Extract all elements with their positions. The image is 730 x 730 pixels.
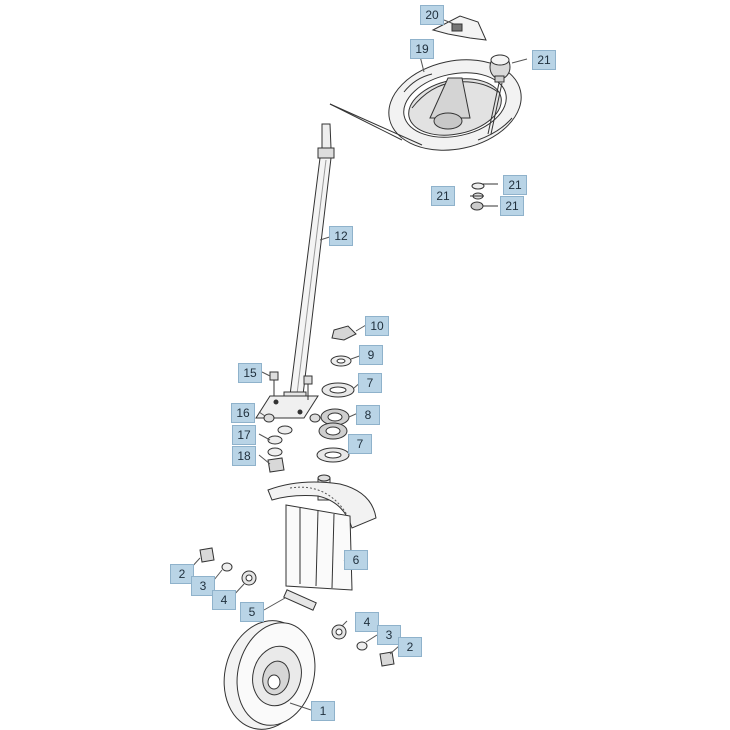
callout-9[interactable]: 9 xyxy=(359,345,383,365)
steering-knob xyxy=(487,54,511,135)
callout-16[interactable]: 16 xyxy=(231,403,255,423)
callout-20[interactable]: 20 xyxy=(420,5,444,25)
callout-2-right[interactable]: 2 xyxy=(398,637,422,657)
callout-17[interactable]: 17 xyxy=(232,425,256,445)
callout-6[interactable]: 6 xyxy=(344,550,368,570)
callout-3-right[interactable]: 3 xyxy=(377,625,401,645)
callout-4-right[interactable]: 4 xyxy=(355,612,379,632)
washer xyxy=(330,355,352,367)
bearing-race-bottom xyxy=(316,447,350,463)
callout-18[interactable]: 18 xyxy=(232,446,256,466)
callout-21-nut[interactable]: 21 xyxy=(500,196,524,216)
callout-21-washer-top[interactable]: 21 xyxy=(503,175,527,195)
callout-15[interactable]: 15 xyxy=(238,363,262,383)
callout-4-left[interactable]: 4 xyxy=(212,590,236,610)
callout-5[interactable]: 5 xyxy=(240,602,264,622)
front-wheel xyxy=(223,620,316,730)
callout-10[interactable]: 10 xyxy=(365,316,389,336)
callout-1[interactable]: 1 xyxy=(311,701,335,721)
bearing-race-top xyxy=(321,382,355,398)
callout-21-washer-left[interactable]: 21 xyxy=(431,186,455,206)
callout-7-bottom[interactable]: 7 xyxy=(348,434,372,454)
steering-shaft xyxy=(255,103,423,419)
callout-7-top[interactable]: 7 xyxy=(358,373,382,393)
right-axle-hardware xyxy=(331,624,395,667)
left-axle-hardware xyxy=(199,547,257,586)
steering-fork xyxy=(267,474,377,591)
callout-19[interactable]: 19 xyxy=(410,39,434,59)
steering-wheel xyxy=(388,59,522,151)
top-nut xyxy=(331,325,357,341)
axle xyxy=(283,589,317,611)
callout-12[interactable]: 12 xyxy=(329,226,353,246)
callout-8[interactable]: 8 xyxy=(356,405,380,425)
callout-21-knob[interactable]: 21 xyxy=(532,50,556,70)
knob-hardware xyxy=(470,182,498,211)
callout-2-left[interactable]: 2 xyxy=(170,564,194,584)
bearings xyxy=(318,408,350,440)
callout-3-left[interactable]: 3 xyxy=(191,576,215,596)
mount-hardware xyxy=(263,413,321,473)
steering-wheel-cap xyxy=(431,15,487,41)
